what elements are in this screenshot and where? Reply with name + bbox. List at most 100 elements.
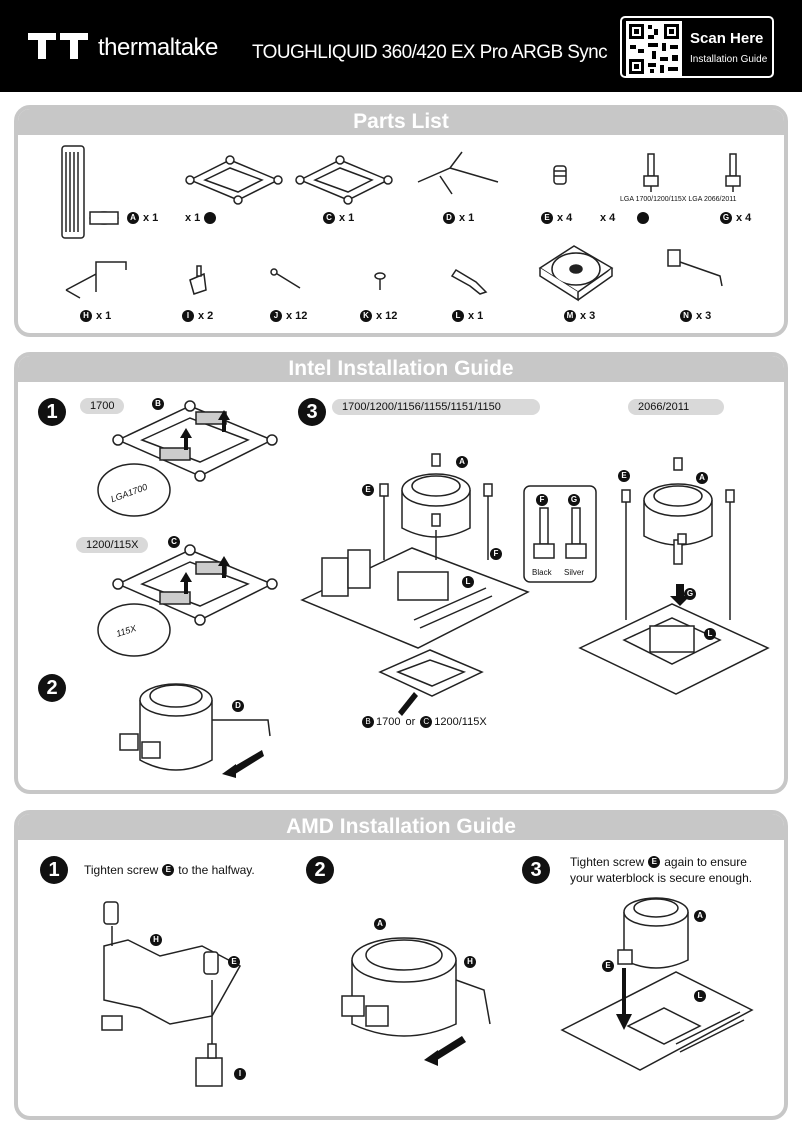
part-letter-g: G (720, 212, 732, 224)
part-letter-h: H (80, 310, 92, 322)
label-i-amd: I (234, 1068, 246, 1080)
part-letter-a: A (127, 212, 139, 224)
silver-label: Silver (564, 568, 585, 577)
scan-box[interactable]: Scan Here Installation Guide (620, 16, 774, 78)
label-g-2066: G (684, 588, 696, 600)
amd-bracket-icon (101, 926, 242, 1087)
label-a-amd: A (374, 918, 386, 930)
part-letter-e: E (541, 212, 553, 224)
motherboard-2066-icon (578, 603, 770, 695)
part-letter-m: M (564, 310, 576, 322)
arrow-up-icon (180, 410, 230, 450)
bracket-d-icon (417, 151, 499, 195)
socket-note: LGA 1700/1200/115X LGA 2066/2011 (620, 196, 737, 203)
standoff-e-icon (553, 165, 567, 185)
label-f-callout: F (536, 494, 548, 506)
pill-1700: 1700 (80, 398, 125, 414)
label-f-intel: F (490, 548, 502, 560)
amd-step-3: 3 (522, 856, 550, 884)
screw-f-icon (643, 153, 659, 192)
bracket-h-icon (65, 261, 127, 299)
waterblock-2066-icon (643, 483, 713, 565)
label-l-intel: L (462, 576, 474, 588)
amd-pump-icon (341, 937, 491, 1037)
intel-title: Intel Installation Guide (18, 356, 784, 382)
pump-step2-icon (119, 683, 271, 771)
label-h-amd: H (150, 934, 162, 946)
amd-motherboard-icon (560, 971, 754, 1071)
cable-n-icon (667, 249, 723, 287)
amd-step-2: 2 (306, 856, 334, 884)
part-letter-i: I (182, 310, 194, 322)
label-a-amd3: A (694, 910, 706, 922)
part-letter-l: L (452, 310, 464, 322)
part-letter-c: C (323, 212, 335, 224)
label-a-intel: A (456, 456, 468, 468)
label-e-2066: E (618, 470, 630, 482)
qr-code-icon[interactable] (626, 21, 682, 77)
black-label: Black (532, 568, 552, 577)
thermaltake-logo-icon (28, 33, 88, 59)
scan-here-subtitle: Installation Guide (690, 54, 768, 65)
amd-step1-text: Tighten screw E to the halfway. (84, 863, 255, 877)
part-letter-b-icon (204, 212, 217, 224)
label-l-2066: L (704, 628, 716, 640)
scan-here-title: Scan Here (690, 30, 764, 47)
header-bar: thermaltake TOUGHLIQUID 360/420 EX Pro A… (0, 0, 802, 92)
arrow-up-right-icon (398, 692, 418, 716)
label-a-2066: A (696, 472, 708, 484)
label-h-amd2: H (464, 956, 476, 968)
part-letter-f-icon (637, 212, 650, 224)
fan-m-icon (538, 245, 614, 302)
label-l-amd3: L (694, 990, 706, 1002)
backplate-c-icon (295, 155, 393, 205)
label-e-amd3: E (602, 960, 614, 972)
amd-step3-text: Tighten screw E again to ensure your wat… (570, 855, 753, 885)
part-label-b: x 1 (185, 212, 217, 224)
radiator-icon (61, 145, 119, 239)
standoffs-2066-icon (621, 457, 735, 620)
clip-i-icon (189, 265, 207, 295)
part-letter-d: D (443, 212, 455, 224)
pill-115x: 1200/115X (76, 537, 149, 553)
screw-k-icon (374, 272, 386, 290)
part-label-f: x 4 (600, 212, 650, 224)
intel-drawings (97, 400, 770, 778)
parts-list-panel: Parts List (14, 105, 788, 337)
pill-sockets: 1700/1200/1156/1155/1151/1150 (332, 399, 540, 415)
intel-step-3: 3 (298, 398, 326, 426)
intel-step-2: 2 (38, 674, 66, 702)
arrow-dl-icon (222, 750, 264, 778)
amd-step-1: 1 (40, 856, 68, 884)
label-g-callout: G (568, 494, 580, 506)
backplate-bottom-icon (378, 649, 484, 697)
backplate-1700-icon (97, 400, 278, 517)
backplate-115x-icon (97, 544, 278, 657)
standoffs-intel-icon (379, 453, 493, 560)
part-letter-n: N (680, 310, 692, 322)
part-letter-k: K (360, 310, 372, 322)
parts-list-title: Parts List (18, 109, 784, 135)
label-e-intel: E (362, 484, 374, 496)
amd-standoff-icon (103, 901, 219, 1059)
intel-step-1: 1 (38, 398, 66, 426)
label-e-amd: E (228, 956, 240, 968)
screw-callout-icon (523, 485, 597, 583)
product-title: TOUGHLIQUID 360/420 EX Pro ARGB Sync (252, 42, 608, 63)
thermal-paste-l-icon (450, 268, 488, 295)
label-c-intel: C (168, 536, 180, 548)
